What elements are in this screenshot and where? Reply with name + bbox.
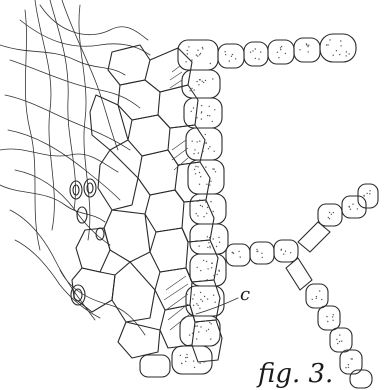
label-c-text: c	[240, 284, 250, 305]
hatched-cells	[164, 66, 190, 330]
upper-filament	[218, 34, 356, 68]
figure-caption: fig. 3.	[256, 359, 333, 389]
